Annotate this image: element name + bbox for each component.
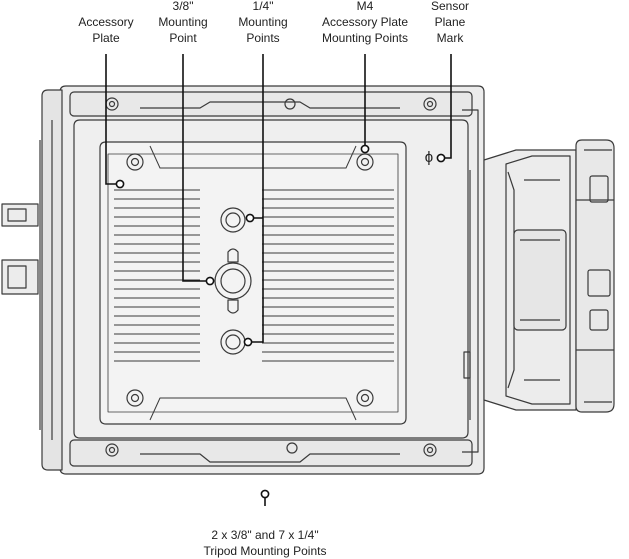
mount-center (214, 262, 252, 300)
mount-top (220, 207, 246, 233)
tripod-point-marker (260, 489, 270, 499)
leader-mount-14 (248, 54, 264, 343)
label-mount-14: 1/4" Mounting Points (238, 0, 288, 45)
grip-grooves-left (114, 189, 200, 362)
sensor-plane-symbol: ϕ (424, 149, 434, 166)
leader-accessory-plate (105, 54, 116, 185)
label-tripod: 2 x 3/8" and 7 x 1/4" Tripod Mounting Po… (203, 528, 327, 558)
label-accessory-plate: Accessory Plate (78, 15, 134, 45)
grip-grooves-right (262, 189, 394, 362)
label-sensor-mark: Sensor Plane Mark (430, 0, 470, 45)
lens-ring (575, 139, 615, 413)
label-mount-38: 3/8" Mounting Point (158, 0, 208, 45)
mount-bottom (220, 329, 246, 355)
leader-sensor-mark (445, 54, 452, 159)
label-m4-plate: M4 Accessory Plate Mounting Points (321, 0, 409, 45)
leader-mount-38 (182, 54, 206, 282)
